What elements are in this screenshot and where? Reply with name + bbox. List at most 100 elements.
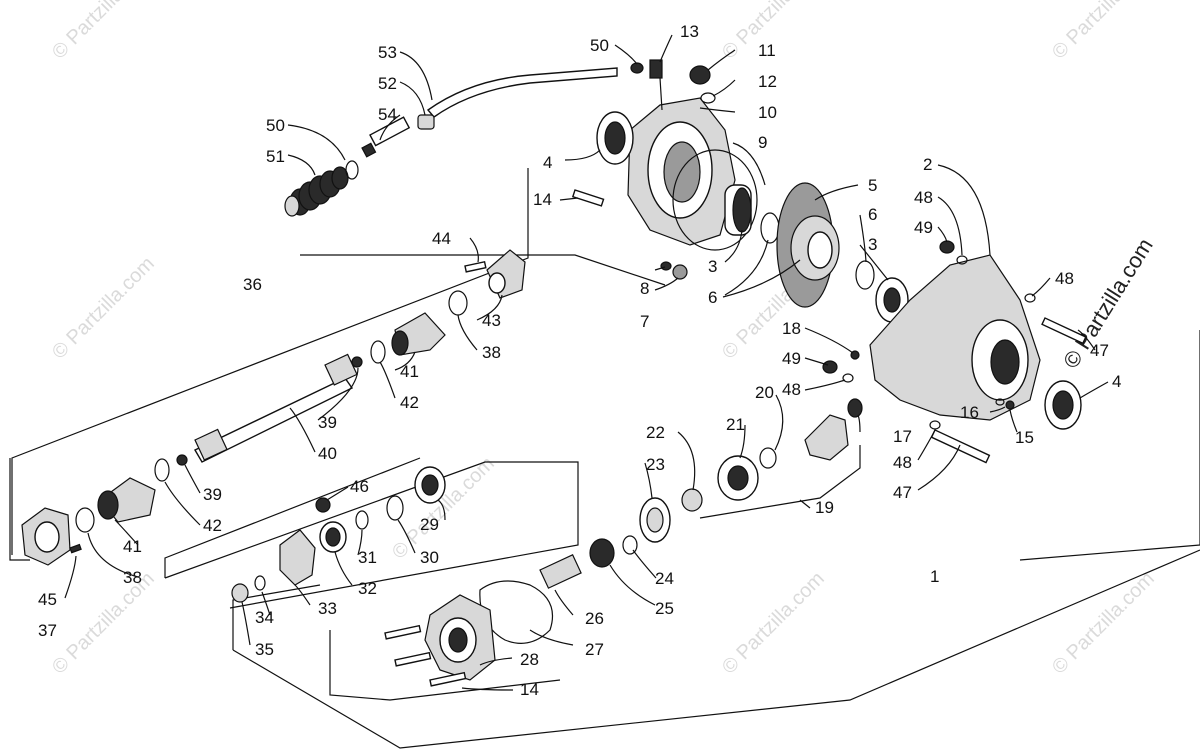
shim-24	[622, 535, 638, 555]
callout-41: 41	[123, 537, 142, 556]
bolt-44	[464, 261, 487, 273]
nut-46	[315, 497, 331, 513]
input-cover-group	[384, 580, 554, 687]
callout-22: 22	[646, 423, 665, 442]
callout-19: 19	[815, 498, 834, 517]
callout-29: 29	[420, 515, 439, 534]
driveshaft-group	[21, 249, 526, 566]
shaft-spline	[324, 353, 358, 386]
callout-21: 21	[726, 415, 745, 434]
callout-23: 23	[646, 455, 665, 474]
callout-54: 54	[378, 105, 397, 124]
ball-39	[351, 356, 363, 368]
ring-42b	[154, 458, 170, 482]
callout-16: 16	[960, 403, 979, 422]
snap-ring-30	[386, 495, 404, 521]
vent-fitting-13	[649, 59, 663, 79]
callout-12: 12	[758, 72, 777, 91]
ring-42	[370, 340, 386, 364]
callout-labels: 1 2 3 3 4 4 5 6 6 7 8 9 10 11 12 13 14 1…	[38, 22, 1121, 699]
assembly-outline-1-right	[1019, 330, 1200, 561]
callout-43: 43	[482, 311, 501, 330]
watermark: © Partzilla.com	[718, 568, 829, 679]
plug-11	[689, 65, 711, 85]
callout-34: 34	[255, 608, 274, 627]
callout-6: 6	[868, 205, 877, 224]
bolt-14d	[429, 671, 467, 687]
watermark: © Partzilla.com	[48, 568, 159, 679]
shaft-spline-2	[194, 428, 228, 461]
assembly-outline-36-main	[11, 168, 529, 555]
callout-11: 11	[758, 41, 776, 60]
vent-hose	[426, 67, 618, 118]
nut-35	[231, 583, 249, 603]
o-ring	[672, 149, 758, 251]
pinion-group	[539, 398, 863, 589]
callout-42: 42	[203, 516, 222, 535]
callout-8: 8	[640, 279, 649, 298]
o-ring-12	[700, 92, 716, 104]
callout-40: 40	[318, 444, 337, 463]
callout-48: 48	[914, 188, 933, 207]
breather-fitting	[369, 116, 411, 147]
callout-44: 44	[432, 229, 451, 248]
callout-49: 49	[914, 218, 933, 237]
callout-49: 49	[782, 349, 801, 368]
callout-32: 32	[358, 579, 377, 598]
callout-39: 39	[318, 413, 337, 432]
bolt-14c	[394, 651, 432, 667]
assembly-outline-inner-2	[164, 457, 421, 578]
callout-53: 53	[378, 43, 397, 62]
callout-14: 14	[533, 190, 552, 209]
callout-33: 33	[318, 599, 337, 618]
assembly-outline-27	[329, 630, 561, 701]
pinion-gear	[804, 414, 849, 461]
callout-7: 7	[640, 312, 649, 331]
ring-gear-group	[776, 182, 909, 323]
callout-26: 26	[585, 609, 604, 628]
callout-36: 36	[243, 275, 262, 294]
callout-6: 6	[708, 288, 717, 307]
bolt-14	[571, 189, 605, 207]
callout-30: 30	[420, 548, 439, 567]
callout-37: 37	[38, 621, 57, 640]
callout-45: 45	[38, 590, 57, 609]
watermark: © Partzilla.com	[48, 0, 159, 64]
callout-48: 48	[893, 453, 912, 472]
assembly-outline-1-top	[232, 584, 321, 650]
ring-38	[448, 290, 468, 316]
yoke-33	[279, 529, 316, 586]
callout-3: 3	[868, 235, 877, 254]
bearing-25	[589, 538, 615, 568]
ring-38b	[75, 507, 95, 533]
leader-lines	[64, 34, 1109, 691]
callout-5: 5	[868, 176, 877, 195]
callout-9: 9	[758, 133, 767, 152]
stud-47b	[930, 429, 991, 464]
assembly-outline-19	[699, 445, 861, 519]
callout-38: 38	[482, 343, 501, 362]
callout-41: 41	[400, 362, 419, 381]
callout-39: 39	[203, 485, 222, 504]
callout-42: 42	[400, 393, 419, 412]
callout-4: 4	[543, 153, 552, 172]
callout-28: 28	[520, 650, 539, 669]
front-cover-group	[571, 59, 780, 280]
callout-48: 48	[782, 380, 801, 399]
callout-38: 38	[123, 568, 142, 587]
callout-48: 48	[1055, 269, 1074, 288]
boot-bellows	[284, 166, 349, 217]
assembly-outline-inner	[164, 461, 579, 609]
main-housing-group	[822, 240, 1087, 464]
vent-hose-group	[284, 67, 618, 217]
nut-49	[939, 240, 955, 254]
assembly-outline-1	[232, 549, 1200, 749]
callout-25: 25	[655, 599, 674, 618]
assembly-outlines	[9, 168, 1200, 749]
input-shaft-26	[539, 553, 582, 589]
boot-clamp	[345, 160, 359, 180]
watermark: © Partzilla.com	[48, 253, 159, 364]
washer-8	[660, 261, 672, 271]
callout-35: 35	[255, 640, 274, 659]
